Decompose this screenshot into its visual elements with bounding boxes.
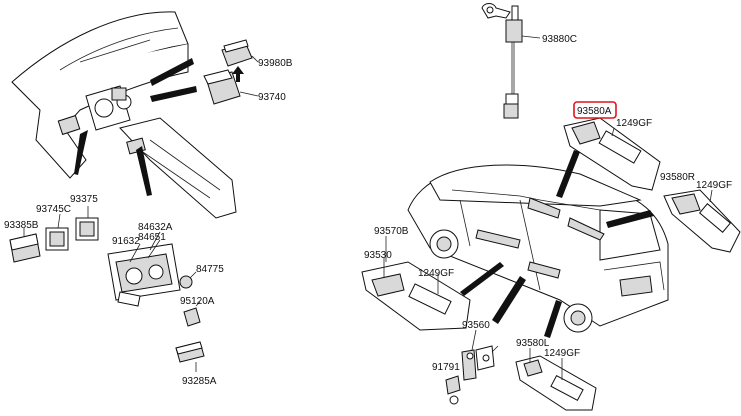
part-93570B: 93570B 93530 1249GF	[361, 226, 471, 331]
part-93385B: 93385B	[4, 220, 41, 263]
label-93285A: 93285A	[182, 376, 217, 387]
part-93375: 93375	[70, 194, 99, 241]
label-91791: 91791	[432, 362, 460, 373]
label-93530: 93530	[364, 250, 392, 261]
label-93580L: 93580L	[516, 338, 550, 349]
part-93580L: 93580L 1249GF	[515, 338, 597, 411]
label-93580A: 93580A	[577, 106, 612, 117]
label-93375: 93375	[70, 194, 98, 205]
label-93570B: 93570B	[374, 226, 409, 237]
highlight-93580A	[573, 101, 617, 119]
label-1249GF-d: 1249GF	[544, 348, 580, 359]
part-95120A: 95120A	[180, 296, 215, 327]
label-93385B: 93385B	[4, 220, 39, 231]
label-93580R: 93580R	[660, 172, 695, 183]
part-93580R: 93580R 1249GF	[660, 172, 741, 253]
car-illustration	[407, 150, 669, 338]
label-93980B: 93980B	[258, 58, 293, 69]
part-93580A: 93580A 1249GF	[563, 101, 661, 191]
part-93745C: 93745C	[36, 204, 71, 251]
label-84632A: 84632A	[138, 222, 173, 233]
part-climate-panel: 84632A 84651 91632	[107, 222, 181, 307]
label-93560: 93560	[462, 320, 490, 331]
label-1249GF-b: 1249GF	[696, 180, 732, 191]
label-91632: 91632	[112, 236, 140, 247]
part-93740: 93740	[203, 66, 286, 105]
label-1249GF-a: 1249GF	[616, 118, 652, 129]
part-93880C: 93880C	[481, 3, 577, 119]
label-93740: 93740	[258, 92, 286, 103]
label-84651: 84651	[138, 232, 166, 243]
label-93880C: 93880C	[542, 34, 577, 45]
part-91791: 91791	[432, 362, 461, 405]
label-95120A: 95120A	[180, 296, 215, 307]
part-93285A: 93285A	[175, 341, 217, 387]
dashboard-illustration	[11, 11, 237, 219]
part-84775: 84775	[179, 264, 224, 289]
part-93980B: 93980B	[221, 39, 293, 69]
part-93560: 93560	[461, 320, 499, 381]
label-93745C: 93745C	[36, 204, 71, 215]
label-84775: 84775	[196, 264, 224, 275]
label-1249GF-c: 1249GF	[418, 268, 454, 279]
